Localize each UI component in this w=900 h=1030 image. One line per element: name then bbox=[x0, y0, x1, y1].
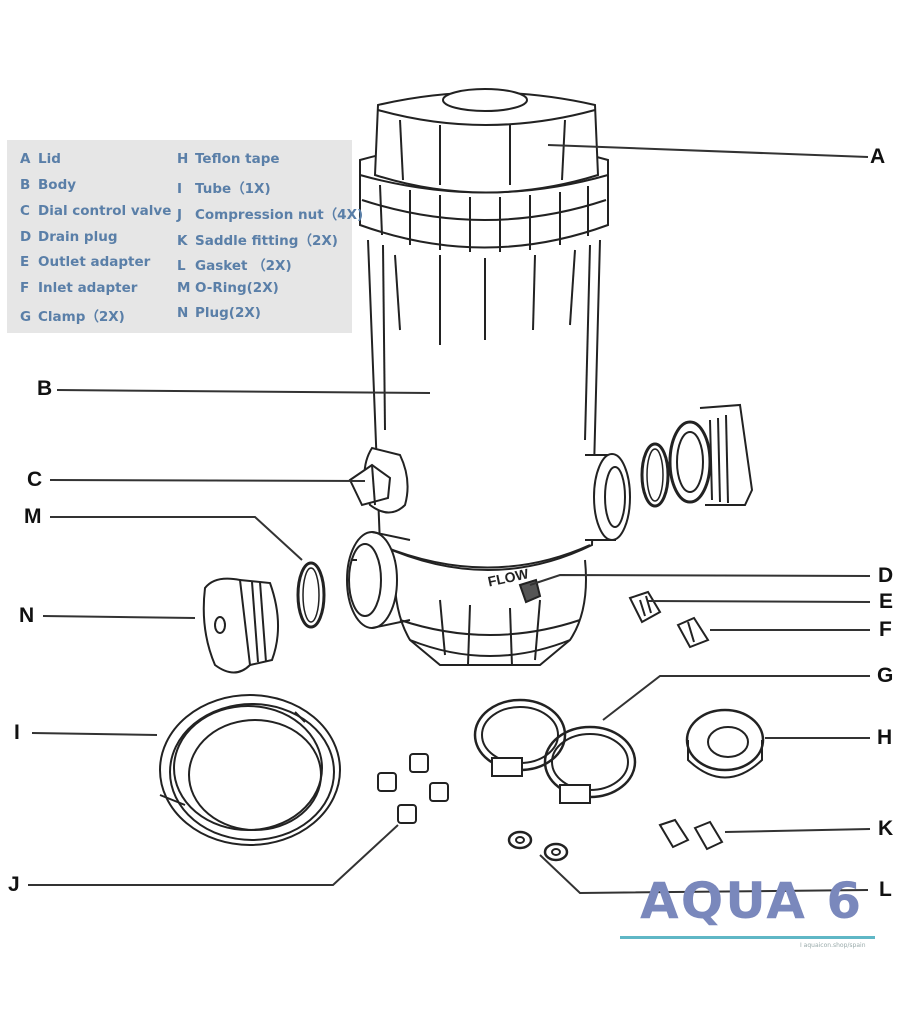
o-ring-right bbox=[640, 442, 670, 508]
outlet-adapter-fitting bbox=[628, 590, 662, 624]
dial-control-valve bbox=[348, 446, 409, 514]
feeder-body bbox=[367, 239, 601, 667]
drain-plug bbox=[518, 578, 542, 604]
callout-g: G bbox=[877, 664, 894, 687]
brand-logo: AQUA 6 bbox=[640, 872, 864, 930]
right-adapter bbox=[668, 403, 754, 506]
brand-underline bbox=[620, 936, 875, 939]
teflon-tape bbox=[685, 708, 765, 779]
plug bbox=[202, 577, 280, 674]
callout-e: E bbox=[879, 590, 894, 613]
clamps bbox=[473, 698, 637, 804]
gaskets bbox=[507, 830, 569, 862]
inlet-adapter-fitting bbox=[676, 616, 710, 649]
inlet-port bbox=[346, 531, 411, 629]
tube-coil bbox=[159, 694, 341, 846]
callout-d: D bbox=[878, 564, 894, 587]
callout-c: C bbox=[27, 468, 43, 491]
callout-i: I bbox=[14, 721, 20, 744]
callout-l: L bbox=[879, 878, 892, 901]
callout-n: N bbox=[19, 604, 35, 627]
compression-nuts bbox=[377, 753, 449, 824]
callout-m: M bbox=[24, 505, 42, 528]
callout-j: J bbox=[8, 873, 20, 896]
callout-a: A bbox=[870, 145, 886, 168]
callout-b: B bbox=[37, 377, 53, 400]
callout-f: F bbox=[879, 618, 892, 641]
brand-subtext: I aquaicon.shop/spain bbox=[800, 942, 866, 949]
outlet-port bbox=[585, 453, 631, 541]
callout-k: K bbox=[878, 817, 894, 840]
callout-h: H bbox=[877, 726, 893, 749]
leader-lines bbox=[28, 144, 871, 895]
saddle-fittings bbox=[658, 818, 724, 851]
lid bbox=[359, 88, 609, 252]
o-ring-left bbox=[296, 561, 326, 629]
